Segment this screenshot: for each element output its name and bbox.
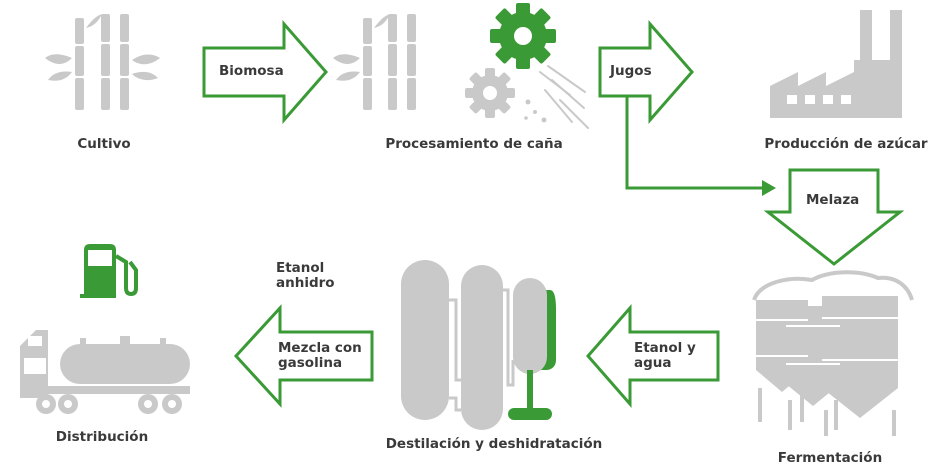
melaza-connector-line [625, 96, 768, 190]
stage-label-cultivo: Cultivo [77, 136, 131, 152]
arrow-melaza [763, 168, 905, 266]
juice-spray-icon [524, 65, 589, 129]
arrow-jugos [598, 20, 694, 124]
fermentation-tanks-icon [752, 270, 914, 436]
arrow-label-mezcla-line1: Mezcla con [278, 340, 362, 356]
arrow-label-etanol-agua-line1: Etanol y [634, 340, 696, 356]
stage-label-distribucion: Distribución [55, 429, 149, 445]
stage-label-procesamiento: Procesamiento de caña [385, 136, 563, 152]
arrow-label-mezcla-line2: gasolina [278, 355, 343, 371]
stage-label-produccion: Producción de azúcar [764, 136, 928, 152]
factory-icon [770, 10, 902, 118]
arrow-label-melaza: Melaza [806, 192, 860, 208]
sugarcane-icon [333, 14, 416, 110]
arrow-mezcla [233, 304, 374, 408]
arrow-label-etanol-agua-line2: agua [634, 355, 672, 371]
arrow-biomosa [202, 20, 328, 124]
fuel-pump-icon [80, 244, 138, 298]
arrow-label-jugos: Jugos [610, 63, 652, 79]
gear-icon [490, 3, 556, 69]
note-etanol-anhidro-line1: Etanol [276, 260, 325, 276]
tanker-truck-icon [20, 330, 190, 414]
melaza-connector-arrowhead [762, 180, 776, 196]
stage-label-destilacion: Destilación y deshidratación [385, 436, 603, 452]
sugarcane-icon [45, 14, 160, 110]
gear-icon [465, 68, 515, 118]
distillation-columns-icon [401, 260, 556, 430]
stage-label-fermentacion: Fermentación [777, 450, 883, 466]
note-etanol-anhidro-line2: anhidro [276, 275, 335, 291]
arrow-etanol-agua [586, 304, 720, 408]
arrow-label-biomosa: Biomosa [219, 63, 284, 79]
